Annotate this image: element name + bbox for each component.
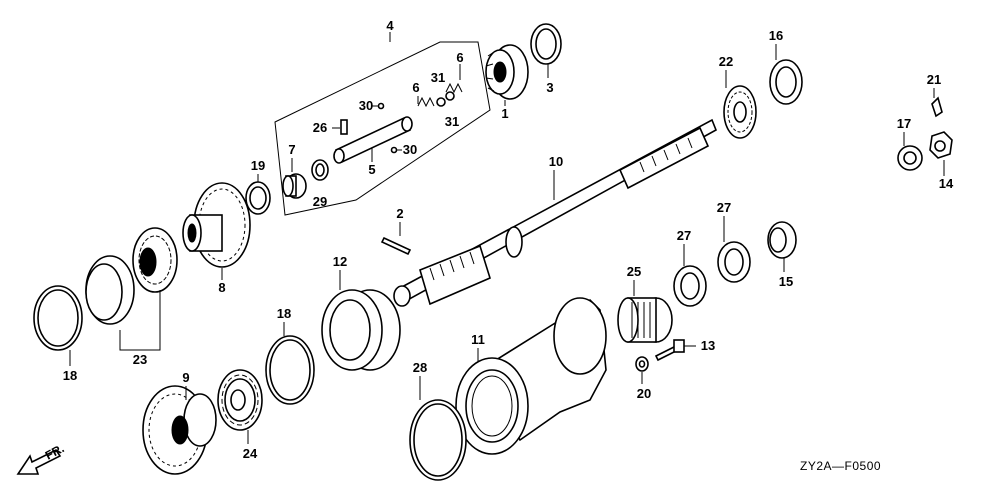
part-9-bevel-gear [142,385,217,475]
callout-2: 2 [396,206,403,221]
front-direction-arrow-icon [16,448,62,475]
part-18-oring-middle [265,322,315,405]
callout-1: 1 [501,106,508,121]
callout-28: 28 [413,360,427,375]
callout-30b: 30 [403,142,417,157]
callout-12: 12 [333,254,347,269]
callout-4: 4 [386,18,394,33]
callout-25: 25 [627,264,641,279]
callout-22: 22 [719,54,733,69]
callout-18b: 18 [277,306,291,321]
part-10-propeller-shaft [393,118,718,307]
callout-19: 19 [251,158,265,173]
part-13-bolt [654,339,696,362]
callout-13: 13 [701,338,715,353]
part-1-clutch [485,44,529,106]
part-11-bearing-housing [455,297,607,455]
callout-labels: 1 2 3 4 5 6 6 7 8 9 10 11 12 13 14 15 16… [63,18,954,461]
callout-9: 9 [182,370,189,385]
part-23-bearing [85,227,178,351]
part-12-bearing-holder [321,270,401,371]
callout-6a: 6 [456,50,463,65]
part-6-springs [417,64,463,108]
callout-15: 15 [779,274,793,289]
figure-code: ZY2A—F0500 [800,459,881,473]
callout-29: 29 [313,194,327,209]
callout-27b: 27 [677,228,691,243]
part-24-bearing [217,369,263,444]
callout-23: 23 [133,352,147,367]
callout-31a: 31 [431,70,445,85]
callout-16: 16 [769,28,783,43]
part-20-washer [635,356,649,384]
part-17-washer [897,132,923,171]
callout-3: 3 [546,80,553,95]
part-19-washer [245,174,271,215]
part-2-pin [380,222,412,256]
part-7-plunger [282,158,307,199]
callout-31b: 31 [445,114,459,129]
part-21-cotter-pin [931,88,943,118]
part-29-ring [311,159,329,181]
part-3-ring [530,23,562,78]
callout-7: 7 [288,142,295,157]
callout-14: 14 [939,176,954,191]
part-27-bearing-lower [673,244,707,307]
callout-17: 17 [897,116,911,131]
callout-26: 26 [313,120,327,135]
group-4-outline [274,41,491,216]
callout-21: 21 [927,72,941,87]
part-15-collar [767,221,797,272]
part-16-washer [769,44,803,105]
part-28-oring [409,376,467,481]
callout-30a: 30 [359,98,373,113]
callout-24: 24 [243,446,258,461]
part-18-oring-left [33,285,83,366]
callout-27a: 27 [717,200,731,215]
callout-11: 11 [471,332,485,347]
callout-5: 5 [368,162,375,177]
part-25-needle-bearing [617,280,673,343]
part-5-shift-shaft [333,102,413,164]
callout-6b: 6 [412,80,419,95]
part-8-bevel-gear [182,182,251,280]
part-27-bearing-upper [717,216,751,283]
callout-20: 20 [637,386,651,401]
callout-18a: 18 [63,368,77,383]
callout-10: 10 [549,154,563,169]
part-14-nut [929,131,953,176]
callout-8: 8 [218,280,225,295]
part-22-thrust-bearing [723,70,757,139]
